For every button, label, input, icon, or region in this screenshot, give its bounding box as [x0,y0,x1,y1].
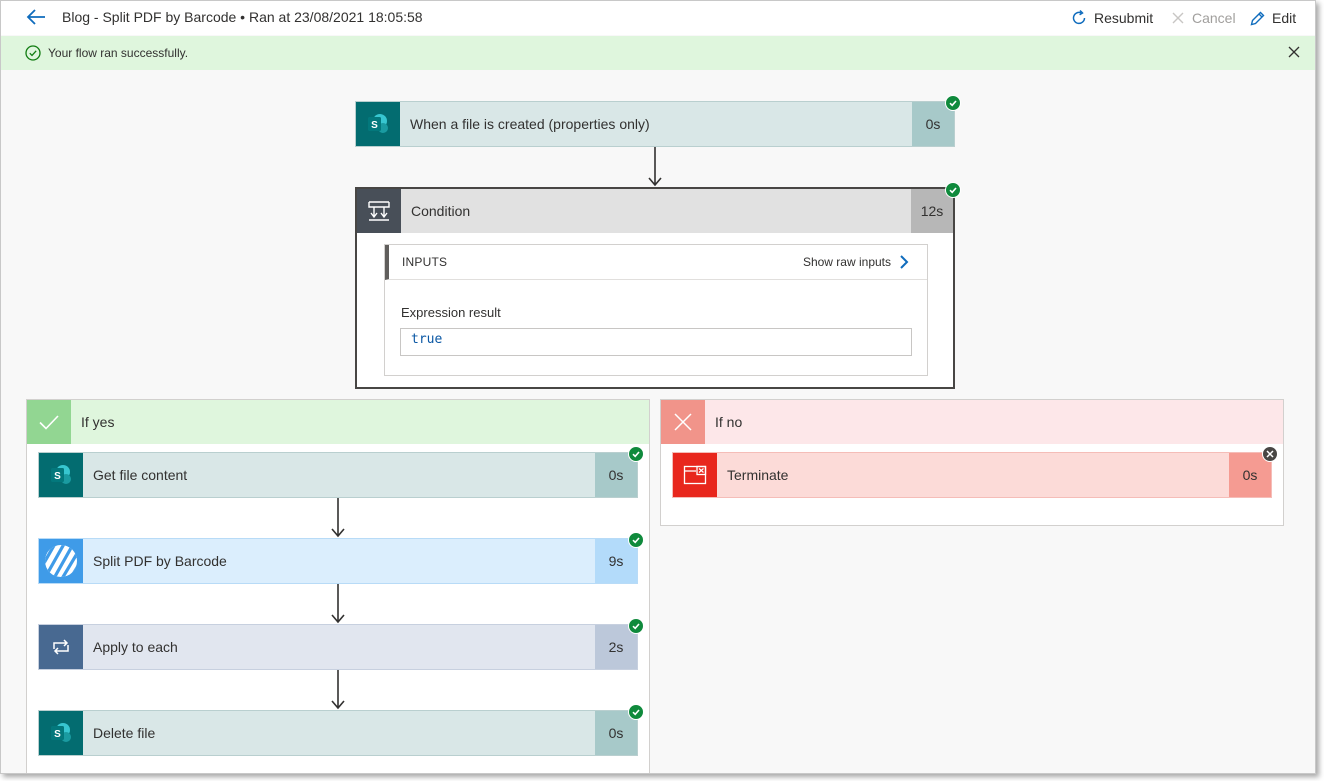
connector-arrow [331,584,345,624]
action-card-get-file-content[interactable]: S Get file content 0s [38,452,638,498]
success-check-icon [945,95,961,111]
success-check-icon [628,704,644,720]
trigger-label: When a file is created (properties only) [410,116,650,132]
action-label: Delete file [93,725,156,741]
show-raw-inputs-label: Show raw inputs [802,255,891,269]
sharepoint-icon: S [39,453,83,497]
expression-result-value: true [400,328,912,356]
if-yes-title: If yes [81,414,115,430]
pencil-icon [1250,11,1265,25]
svg-text:S: S [371,120,378,131]
check-circle-icon [25,45,41,61]
banner-message: Your flow ran successfully. [48,46,189,60]
action-card-terminate[interactable]: Terminate 0s [672,452,1272,498]
cancel-label: Cancel [1192,10,1236,26]
sharepoint-icon: S [356,102,400,146]
action-duration: 0s [1229,453,1271,497]
cancel-button[interactable]: Cancel [1170,7,1236,29]
loop-icon [39,625,83,669]
sharepoint-icon: S [39,711,83,755]
chevron-right-icon [900,255,909,269]
success-check-icon [628,618,644,634]
action-label: Terminate [727,467,789,483]
if-yes-header[interactable]: If yes [27,400,649,444]
trigger-duration: 0s [912,102,954,146]
if-no-title: If no [715,414,743,430]
connector-arrow [331,670,345,710]
condition-duration: 12s [911,189,953,233]
action-card-apply-to-each[interactable]: Apply to each 2s [38,624,638,670]
action-card-delete-file[interactable]: S Delete file 0s [38,710,638,756]
action-duration: 0s [595,711,637,755]
trigger-card[interactable]: S When a file is created (properties onl… [355,101,955,147]
success-check-icon [945,182,961,198]
action-duration: 0s [595,453,637,497]
success-banner: Your flow ran successfully. [1,36,1315,70]
action-label: Apply to each [93,639,178,655]
svg-text:S: S [54,729,61,740]
if-no-header[interactable]: If no [661,400,1283,444]
resubmit-label: Resubmit [1094,10,1154,26]
action-label: Get file content [93,467,188,483]
success-check-icon [628,532,644,548]
success-check-icon [628,446,644,462]
svg-text:S: S [54,471,61,482]
skipped-x-icon [1262,446,1278,462]
inputs-header: INPUTS Show raw inputs [385,245,927,280]
checkmark-icon [27,400,71,444]
terminate-icon [673,453,717,497]
page-title: Blog - Split PDF by Barcode • Ran at 23/… [62,9,423,25]
edit-label: Edit [1272,10,1297,26]
action-duration: 9s [595,539,637,583]
refresh-icon [1072,9,1086,25]
connector-arrow [331,498,345,538]
x-icon [661,400,705,444]
striped-connector-icon [39,539,83,583]
connector-arrow [648,147,662,187]
condition-card[interactable]: Condition 12s INPUTS Show raw inputs Exp… [355,187,955,389]
inputs-title: INPUTS [402,255,448,269]
expression-result-label: Expression result [401,305,501,320]
show-raw-inputs-link[interactable]: Show raw inputs [803,254,909,270]
action-duration: 2s [595,625,637,669]
edit-button[interactable]: Edit [1249,7,1296,29]
back-arrow-icon[interactable] [25,6,49,28]
inputs-panel: INPUTS Show raw inputs Expression result… [384,244,928,376]
dismiss-icon[interactable] [1287,45,1301,59]
condition-header[interactable]: Condition 12s [357,189,953,233]
condition-label: Condition [411,203,471,219]
resubmit-button[interactable]: Resubmit [1070,7,1153,29]
action-card-split-pdf-by-barcode[interactable]: Split PDF by Barcode 9s [38,538,638,584]
top-bar: Blog - Split PDF by Barcode • Ran at 23/… [1,1,1315,35]
close-icon [1172,12,1184,24]
action-label: Split PDF by Barcode [93,553,227,569]
condition-icon [357,189,401,233]
